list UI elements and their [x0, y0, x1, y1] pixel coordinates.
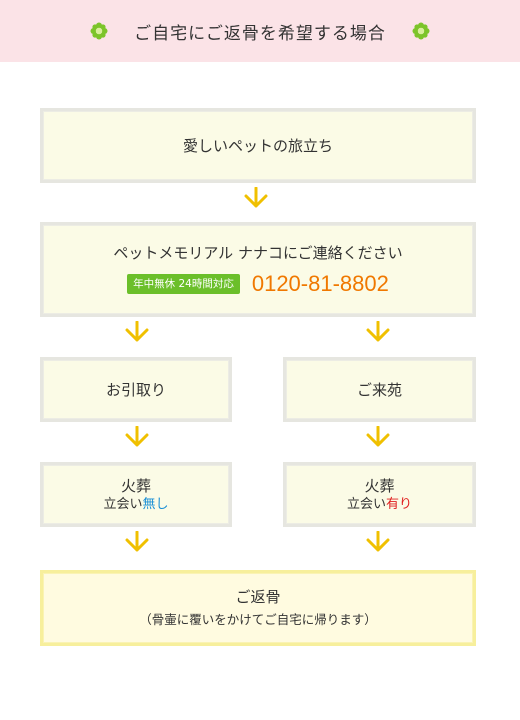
contact-row: 年中無休 24時間対応 0120-81-8802 [127, 271, 389, 297]
return-ashes-note: （骨壷に覆いをかけてご自宅に帰ります） [139, 612, 377, 627]
page-title: ご自宅にご返骨を希望する場合 [134, 23, 386, 44]
arrow-down-icon [125, 321, 149, 343]
flower-icon [90, 22, 108, 40]
phone-number-link[interactable]: 0120-81-8802 [251, 270, 389, 296]
contact-label: ペットメモリアル ナナコにご連絡ください [113, 243, 403, 262]
hours-badge: 年中無休 24時間対応 [127, 273, 240, 294]
step-departure-label: 愛しいペットの旅立ち [182, 136, 333, 155]
attendance-prefix: 立会い [103, 496, 143, 512]
flow-step-return-ashes: ご返骨 （骨壷に覆いをかけてご自宅に帰ります） [40, 570, 476, 646]
visit-label: ご来苑 [356, 380, 402, 399]
attendance-line: 立会い有り [347, 496, 412, 514]
header-banner: ご自宅にご返骨を希望する場合 [0, 0, 520, 62]
flower-icon [412, 22, 430, 40]
flow-step-contact: ペットメモリアル ナナコにご連絡ください 年中無休 24時間対応 0120-81… [40, 222, 476, 317]
flow-step-departure: 愛しいペットの旅立ち [40, 108, 476, 183]
arrow-down-icon [366, 531, 390, 553]
flow-step-cremation-attended: 火葬 立会い有り [283, 462, 476, 527]
arrow-down-icon [125, 531, 149, 553]
arrow-down-icon [244, 187, 268, 209]
attendance-none: 無し [142, 496, 169, 512]
flow-step-visit: ご来苑 [283, 357, 476, 422]
flow-step-cremation-unattended: 火葬 立会い無し [40, 462, 232, 527]
attendance-yes: 有り [386, 496, 413, 512]
return-ashes-label: ご返骨 [235, 588, 281, 606]
pickup-label: お引取り [105, 380, 166, 399]
attendance-line: 立会い無し [103, 496, 168, 514]
arrow-down-icon [125, 426, 149, 448]
arrow-down-icon [366, 321, 390, 343]
arrow-down-icon [366, 426, 390, 448]
flow-step-pickup: お引取り [40, 357, 232, 422]
cremation-label: 火葬 [364, 476, 395, 495]
attendance-prefix: 立会い [346, 496, 386, 512]
cremation-label: 火葬 [120, 476, 151, 495]
